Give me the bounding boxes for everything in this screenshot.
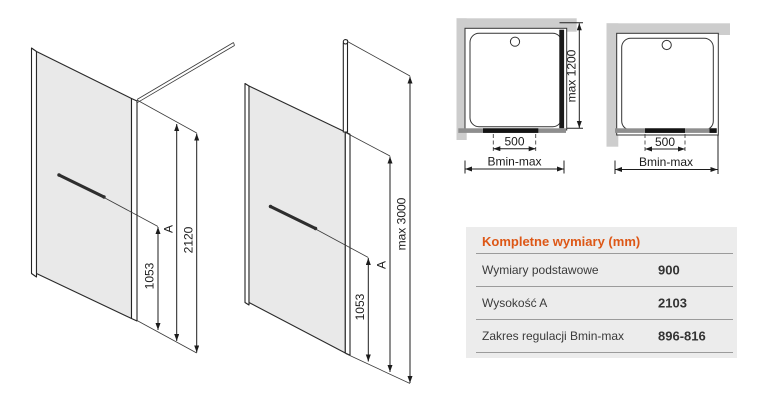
spec-row-height-a: Wysokość A 2103 xyxy=(476,287,733,320)
wall-profile-left xyxy=(244,82,250,306)
wall-band-left xyxy=(456,18,467,140)
spec-table-inner: Kompletne wymiary (mm) Wymiary podstawow… xyxy=(476,227,733,353)
dim-label-2120: 2120 xyxy=(182,226,196,253)
spec-table: Kompletne wymiary (mm) Wymiary podstawow… xyxy=(466,227,737,358)
dim-label-500: 500 xyxy=(504,135,524,149)
tray-top-view-1: 500 Bmin-max max 1200 xyxy=(456,18,583,174)
spec-row-basic-dimensions: Wymiary podstawowe 900 xyxy=(476,254,733,287)
dim-label-max1200: max 1200 xyxy=(565,49,579,102)
tray-top-view-2: 500 Bmin-max xyxy=(606,23,730,174)
dim-label-1053: 1053 xyxy=(143,262,157,289)
towel-bar xyxy=(57,173,106,199)
wall-profile-left xyxy=(30,47,38,278)
glass-wall-right xyxy=(559,29,565,129)
dim-label-bminmax: Bmin-max xyxy=(487,155,541,169)
tray-basin xyxy=(621,37,714,131)
drain-icon xyxy=(661,39,672,51)
panel-diagram-1: 1053 A 2120 xyxy=(30,42,235,354)
spec-row-value: 900 xyxy=(658,262,680,278)
spec-row-value: 2103 xyxy=(658,295,687,311)
dim-label-500: 500 xyxy=(655,135,675,149)
bottom-rail-segment xyxy=(645,128,685,133)
glass-panel xyxy=(35,50,133,320)
bottom-rail-segment xyxy=(483,128,539,133)
spec-row-label: Zakres regulacji Bmin-max xyxy=(482,329,625,343)
spec-row-label: Wysokość A xyxy=(482,296,548,310)
dim-label-a: A xyxy=(162,225,176,233)
dim-label-1053: 1053 xyxy=(353,293,367,320)
wall-band-top xyxy=(606,23,730,35)
support-profile-right xyxy=(344,131,351,356)
spec-row-adjustment-range: Zakres regulacji Bmin-max 896-816 xyxy=(476,320,733,353)
wall-band-left xyxy=(606,23,619,147)
dim-label-bminmax: Bmin-max xyxy=(639,155,693,169)
spec-row-value: 896-816 xyxy=(658,328,706,344)
tray-basin xyxy=(469,32,563,128)
wall-support-arm xyxy=(136,42,235,104)
ceiling-post xyxy=(342,39,349,133)
spec-row-label: Wymiary podstawowe xyxy=(482,263,599,277)
support-profile-right xyxy=(130,97,138,322)
panel-diagram-2: 1053 A max 3000 xyxy=(244,39,413,384)
dim-label-max3000: max 3000 xyxy=(395,197,409,250)
dim-label-a: A xyxy=(375,261,389,269)
drain-icon xyxy=(509,36,521,47)
bottom-rail-end-profile xyxy=(709,128,717,133)
spec-table-header: Kompletne wymiary (mm) xyxy=(476,227,733,254)
